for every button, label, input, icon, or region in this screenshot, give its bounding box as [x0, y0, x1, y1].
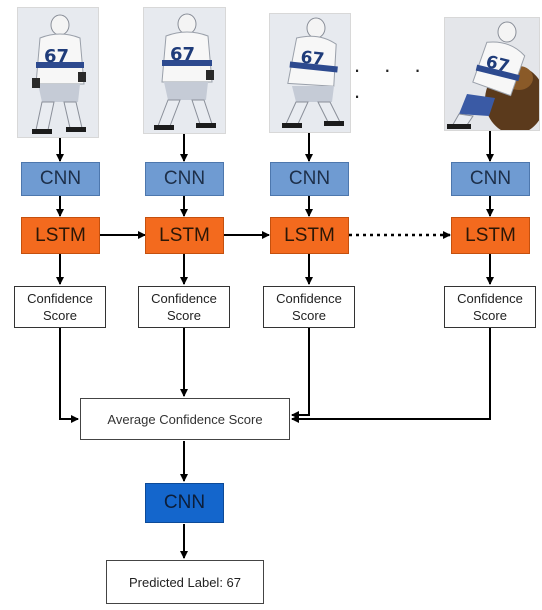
- frame-4: 67: [444, 17, 540, 131]
- svg-text:67: 67: [170, 44, 195, 65]
- predicted-label-box: Predicted Label: 67: [106, 560, 264, 604]
- lstm-block-label: LSTM: [159, 224, 210, 246]
- lstm-block-label: LSTM: [465, 224, 516, 246]
- arrow-conf3-avg: [291, 328, 310, 419]
- lstm-block-2: LSTM: [145, 217, 224, 254]
- cnn-block-label: CNN: [288, 168, 331, 189]
- svg-text:67: 67: [44, 46, 69, 67]
- confidence-label-line2: Score: [473, 308, 507, 323]
- hockey-player-icon: 67: [270, 14, 350, 132]
- final-cnn-label: CNN: [163, 492, 206, 513]
- frame-2: 67: [143, 7, 226, 134]
- confidence-label-line1: Confidence: [457, 291, 523, 306]
- lstm-block-1: LSTM: [21, 217, 100, 254]
- arrow-conf1-avg: [59, 328, 79, 423]
- confidence-label-line2: Score: [292, 308, 326, 323]
- confidence-label-line1: Confidence: [276, 291, 342, 306]
- cnn-block-1: CNN: [21, 162, 100, 196]
- average-confidence-label: Average Confidence Score: [107, 411, 263, 427]
- confidence-label-line2: Score: [167, 308, 201, 323]
- hockey-player-icon: 67: [445, 18, 539, 130]
- sequence-ellipsis: . . . .: [354, 52, 430, 103]
- predicted-label-text: Predicted Label: 67: [128, 574, 242, 590]
- hockey-player-icon: 67: [18, 8, 98, 137]
- final-cnn-block: CNN: [145, 483, 224, 523]
- cnn-block-2: CNN: [145, 162, 224, 196]
- svg-text:67: 67: [300, 48, 326, 70]
- lstm-block-label: LSTM: [35, 224, 86, 246]
- frame-1: 67: [17, 7, 99, 138]
- lstm-block-3: LSTM: [270, 217, 349, 254]
- cnn-block-label: CNN: [469, 168, 512, 189]
- lstm-block-4: LSTM: [451, 217, 530, 254]
- cnn-block-label: CNN: [163, 168, 206, 189]
- cnn-block-3: CNN: [270, 162, 349, 196]
- confidence-label-line2: Score: [43, 308, 77, 323]
- lstm-block-label: LSTM: [284, 224, 335, 246]
- frame-3: 67: [269, 13, 351, 133]
- arrow-conf4-avg: [291, 328, 491, 423]
- confidence-label-line1: Confidence: [151, 291, 217, 306]
- cnn-block-label: CNN: [39, 168, 82, 189]
- confidence-label-line1: Confidence: [27, 291, 93, 306]
- cnn-block-4: CNN: [451, 162, 530, 196]
- average-confidence-box: Average Confidence Score: [80, 398, 290, 440]
- hockey-player-icon: 67: [144, 8, 225, 133]
